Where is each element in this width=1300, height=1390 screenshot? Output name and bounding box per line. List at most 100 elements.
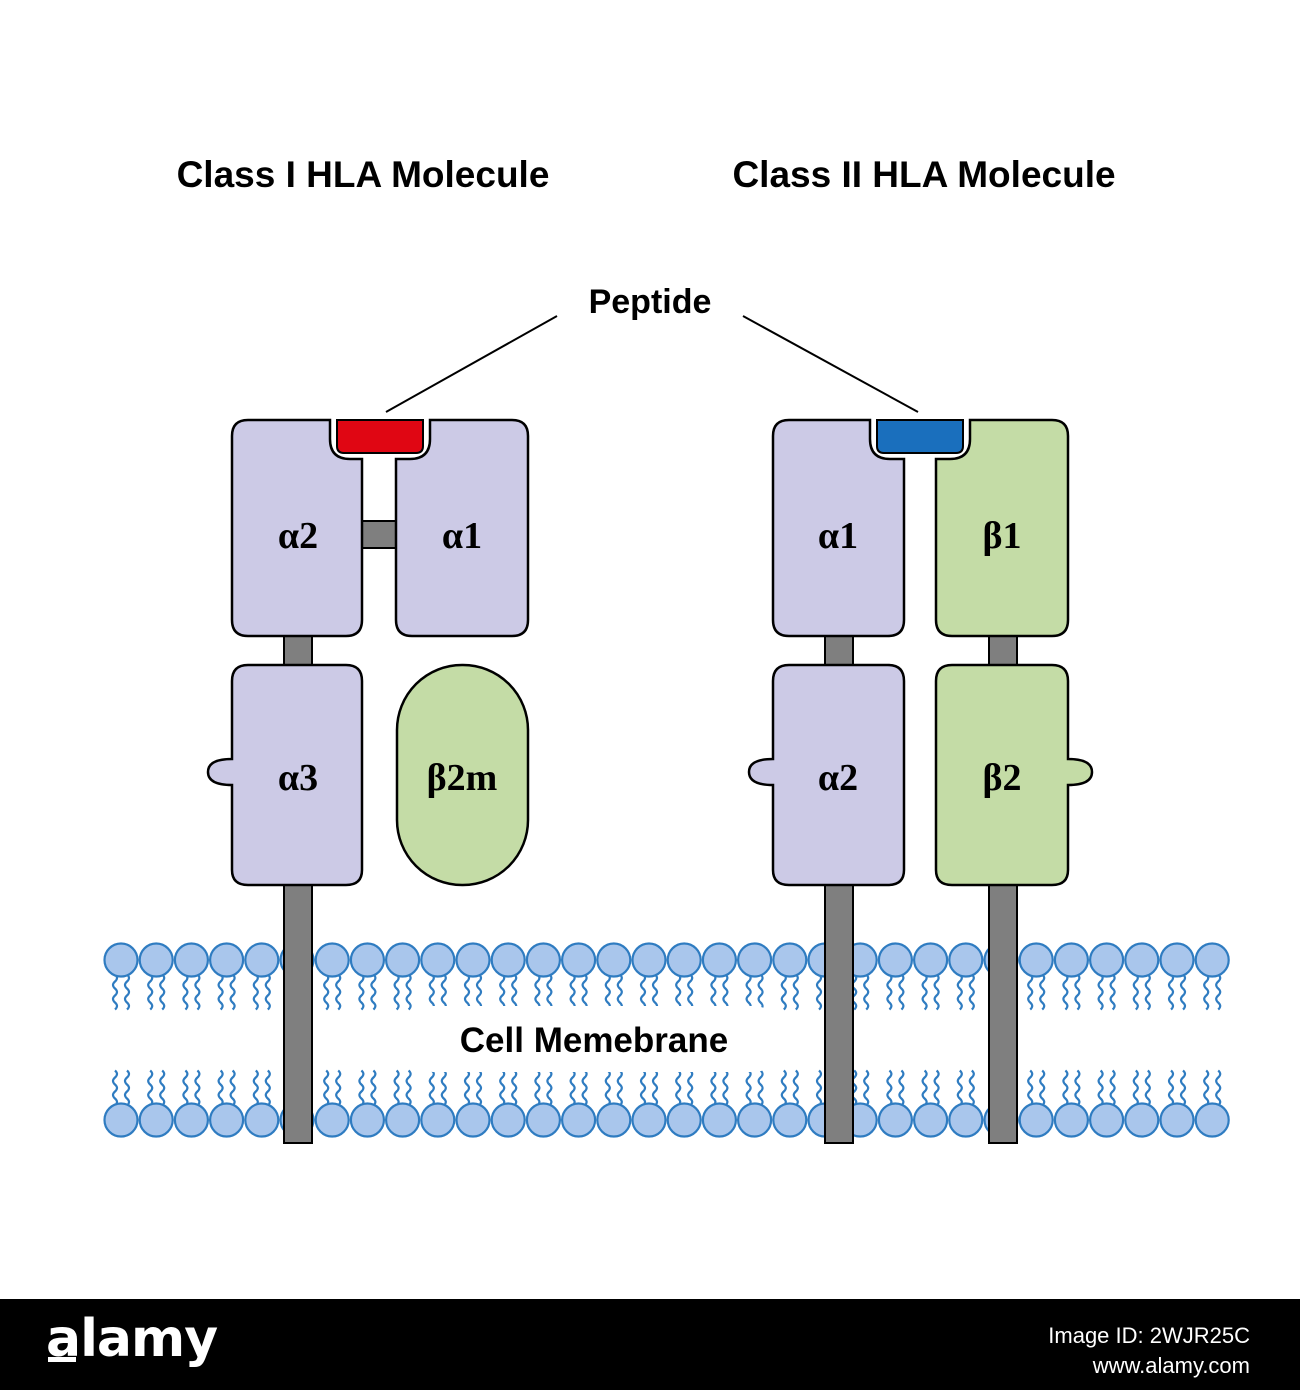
lipid-head (666, 942, 702, 978)
lipid-tail (722, 1069, 729, 1107)
lipid-head (1018, 942, 1054, 978)
lipid-tail (123, 973, 131, 1011)
lipid-head (173, 942, 209, 978)
image-meta: Image ID: 2WJR25C www.alamy.com (1048, 1321, 1250, 1381)
lipid-tail (616, 973, 623, 1011)
lipid-head (420, 1102, 456, 1138)
lipid-tail (1167, 1069, 1175, 1107)
lipid-tail (1144, 973, 1151, 1011)
lipid-head (772, 1102, 808, 1138)
lipid-tail (1027, 1069, 1034, 1107)
lipid-head (1194, 942, 1230, 978)
peptide-leader-left (385, 315, 558, 413)
class2-b1-label: β1 (982, 515, 1021, 557)
lipid-tail (147, 973, 154, 1011)
lipid-head (525, 942, 562, 978)
lipid-tail (1109, 1069, 1116, 1107)
lipid-tail (863, 973, 870, 1011)
class1-a3-domain (206, 663, 364, 887)
lipid-tail (546, 1069, 553, 1107)
cell-membrane (103, 942, 1230, 1138)
lipid-head (1159, 942, 1195, 978)
class1-transmembrane-stem (283, 884, 313, 1144)
lipid-head (525, 1102, 562, 1138)
lipid-tail (710, 1069, 717, 1107)
lipid-tail (616, 1069, 623, 1107)
lipid-head (1053, 942, 1090, 978)
lipid-tail (335, 1069, 342, 1107)
lipid-tail (475, 973, 483, 1011)
lipid-tail (252, 1069, 259, 1107)
peptide-label: Peptide (589, 283, 712, 321)
lipid-tail (968, 1069, 975, 1107)
lipid-tails-bottom (111, 1069, 1222, 1107)
lipid-tail (358, 1069, 365, 1107)
lipid-heads-bottom (103, 1102, 1230, 1138)
class1-b2m-domain (395, 663, 530, 887)
lipid-tail (604, 1069, 611, 1107)
class1-a2-a1-connector (361, 520, 398, 549)
lipid-tail (393, 973, 400, 1011)
lipid-tail (898, 1069, 905, 1107)
lipid-tail (569, 973, 576, 1011)
lipid-tail (229, 1069, 236, 1107)
lipid-tail (475, 1069, 483, 1107)
class2-beta-transmembrane-stem (988, 884, 1018, 1144)
lipid-tail (722, 973, 729, 1011)
class1-a3-label: α3 (278, 757, 318, 799)
lipid-head (420, 942, 456, 978)
lipid-tail (323, 973, 330, 1011)
lipid-head (596, 942, 632, 978)
lipid-tail (159, 1069, 166, 1107)
lipid-tail (1062, 973, 1069, 1011)
lipid-heads-top (103, 942, 1230, 978)
lipid-tail (815, 973, 823, 1011)
lipid-tail (968, 973, 975, 1011)
lipid-tail (393, 1069, 400, 1107)
lipid-tail (792, 1069, 799, 1107)
lipid-head (244, 942, 280, 978)
lipid-tail (123, 1069, 131, 1107)
lipid-head (877, 1102, 914, 1138)
lipid-tail (499, 1069, 506, 1107)
lipid-tail (1215, 973, 1222, 1011)
lipid-tail (534, 1069, 541, 1107)
lipid-head (1124, 942, 1160, 978)
lipid-tail (710, 973, 717, 1011)
lipid-head (455, 942, 491, 978)
class1-title: Class I HLA Molecule (177, 154, 550, 195)
lipid-tail (264, 973, 271, 1011)
lipid-tail (182, 1069, 189, 1107)
lipid-head (209, 1102, 245, 1138)
class1-a1-label: α1 (442, 515, 482, 557)
lipid-tail (405, 1069, 412, 1107)
lipid-head (948, 1102, 984, 1138)
lipid-tail (956, 1069, 963, 1107)
lipid-tail (1097, 973, 1104, 1011)
lipid-tail (1097, 1069, 1104, 1107)
lipid-head (138, 1102, 174, 1138)
lipid-tail (229, 973, 236, 1011)
class2-a2-domain (747, 663, 906, 887)
lipid-tails-top (111, 973, 1222, 1011)
lipid-tail (499, 973, 506, 1011)
brand-logo-mark (48, 1357, 76, 1362)
lipid-tail (780, 973, 787, 1011)
lipid-tail (1179, 1069, 1187, 1107)
lipid-tail (651, 973, 659, 1011)
lipid-tail (252, 973, 259, 1011)
peptide-leader-right (742, 315, 919, 413)
class1-peptide (336, 419, 424, 454)
lipid-head (736, 1102, 773, 1138)
lipid-tail (546, 973, 553, 1011)
class1-a2-a3-connector (283, 635, 313, 667)
lipid-tail (440, 1069, 447, 1107)
lipid-tail (217, 973, 224, 1011)
lipid-head (1194, 1102, 1230, 1138)
lipid-head (349, 1102, 385, 1138)
lipid-head (560, 1102, 597, 1138)
lipid-tail (956, 973, 963, 1011)
class2-a1-label: α1 (818, 515, 858, 557)
lipid-tail (358, 973, 365, 1011)
lipid-tail (745, 1069, 752, 1107)
